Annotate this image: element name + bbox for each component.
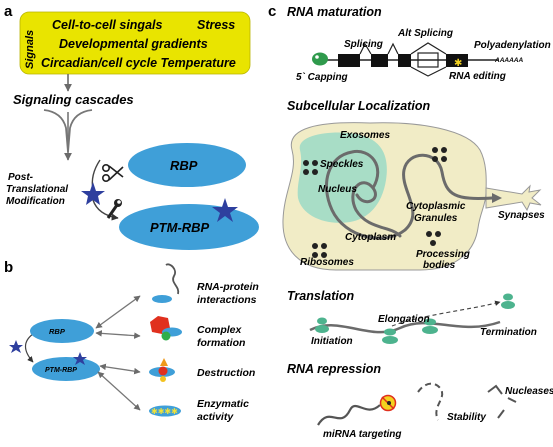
polyadenylation-label: Polyadenylation [474,40,551,51]
alt-splice-bottom [410,66,447,77]
ribosome-elongating-2 [422,318,438,334]
polya-tail: AAAAAA [494,57,523,64]
b-outcome-arrows [95,295,141,411]
exon-2 [371,54,388,67]
panel-a-label: a [4,3,13,20]
alt-exon [417,52,439,68]
cytoplasmic-label-2: Granules [414,213,458,224]
ptm-rbp-label: PTM-RBP [150,220,210,235]
b-ptm-rbp-label: PTM-RBP [45,367,77,374]
elongation-label: Elongation [378,314,430,325]
rna-protein-icon [152,263,180,303]
panel-c-label: c [268,3,276,20]
signals-tag: Signals [24,30,36,69]
cap-icon [312,52,328,66]
cytoplasm-label: Cytoplasm [345,232,396,243]
speckles-label: Speckles [320,159,364,170]
localization-title: Subcellular Localization [287,99,430,113]
b-ptm-arc [24,333,34,363]
nucleus-label: Nucleus [318,184,357,195]
ptm-star-icon [81,182,105,205]
nucleases-label: Nucleases [505,386,553,397]
wrench-icon [106,199,122,219]
signals-box [19,11,251,75]
stability-label: Stability [447,412,486,423]
signal-cell-to-cell: Cell-to-cell singals [52,18,162,32]
outcome-complex-1: Complex [197,324,243,336]
repression-title: RNA repression [287,362,381,376]
processing-label-1: Processing [416,249,470,260]
ptm-line3: Modification [6,196,65,207]
signal-developmental: Developmental gradients [59,37,208,51]
ribosome-initiation [315,317,329,333]
rna-transport-arrowhead [492,193,502,203]
exon-1 [338,54,360,67]
termination-label: Termination [480,327,537,338]
svg-text:✱✱✱✱: ✱✱✱✱ [151,407,178,416]
splicing-label: Splicing [344,39,383,50]
ptm-line2: Translational [6,184,68,195]
ribosome-dots [312,243,327,258]
b-rbp-label: RBP [49,327,66,336]
splice-junction-2 [387,42,399,55]
outcome-rna-protein-2: interactions [197,294,257,306]
b-star-icon [9,340,23,353]
speckles-dots [303,160,318,175]
maturation-title: RNA maturation [287,5,382,19]
editing-star-icon: ✱ [454,58,462,69]
panel-c: c RNA maturation ✱ Splicing Alt Splicing… [268,3,553,440]
rbp-label: RBP [170,158,198,173]
scissors-icon [102,164,124,183]
outcome-enzymatic-1: Enzymatic [197,398,249,410]
exon-4 [446,54,468,67]
cytoplasmic-label-1: Cytoplasmic [406,201,466,212]
outcome-enzymatic-2: activity [197,411,234,423]
mirna-icon [317,394,397,426]
destruction-icon [149,358,175,382]
stability-icon [417,382,444,421]
outcome-complex-2: formation [197,337,245,349]
ribosome-termination [501,293,515,309]
signaling-cascades-label: Signaling cascades [13,92,134,107]
splice-junction-1 [359,42,372,55]
rna-transport-path [324,149,494,240]
ptm-line1: Post- [8,172,34,183]
mrna-strand [309,320,501,334]
elongation-arrow [391,300,501,327]
panel-b: b RBP PTM-RBP RNA-protein interactions C… [4,259,259,423]
nucleases-icon [487,384,517,419]
processing-label-2: bodies [423,260,456,271]
initiation-label: Initiation [311,336,353,347]
exosomes-label: Exosomes [340,130,390,141]
panel-a: a Signals Cell-to-cell singals Stress De… [4,3,259,250]
enzymatic-icon: ✱✱✱✱ [149,405,181,417]
b-rbp-ellipse [30,319,94,343]
capping-label: 5` Capping [296,72,348,83]
alt-splicing-label: Alt Splicing [397,28,453,39]
outcome-destruction: Destruction [197,367,255,379]
b-ptm-star-icon [73,352,87,365]
rbp-ellipse [128,143,246,187]
synapses-label: Synapses [498,210,545,221]
rna-editing-label: RNA editing [449,71,506,82]
alt-splice-top [410,42,447,55]
translation-title: Translation [287,289,355,303]
ptm-arc-bottom [92,199,119,221]
synapse-projection [485,184,542,212]
panel-b-label: b [4,259,13,276]
outcome-rna-protein-1: RNA-protein [197,281,259,293]
signal-circadian: Circadian/cell cycle Temperature [41,56,236,70]
signal-stress: Stress [197,18,235,32]
ribosomes-label: Ribosomes [300,257,354,268]
ribosome-elongating-1 [382,328,398,344]
pbody-dots [426,231,441,246]
complex-icon [150,316,182,341]
ptm-rbp-star-icon [212,198,238,222]
exon-3 [398,54,411,67]
granule-dots [432,147,447,162]
mirna-label: miRNA targeting [323,429,402,440]
